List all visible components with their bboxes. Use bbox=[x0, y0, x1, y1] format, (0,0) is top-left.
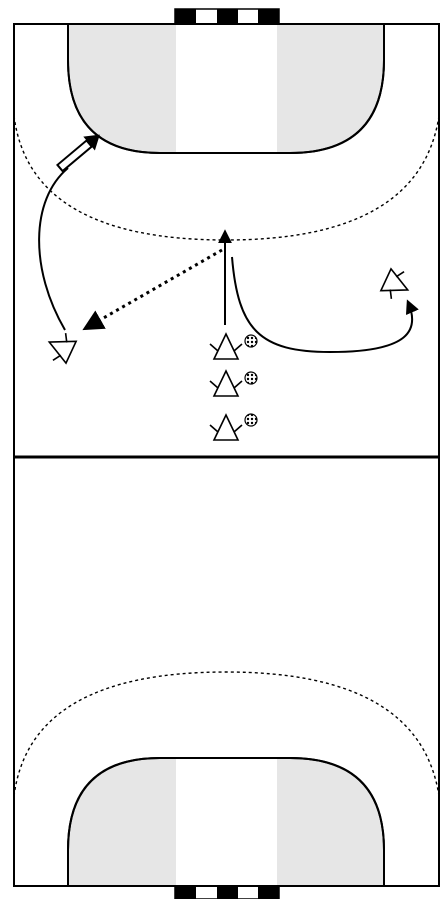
player-with-ball-3 bbox=[209, 413, 258, 441]
player-left bbox=[47, 333, 78, 365]
ball-icon bbox=[244, 413, 258, 427]
player-triangle-icon bbox=[47, 340, 78, 365]
player-right bbox=[379, 267, 410, 299]
run-arrow-right bbox=[231, 256, 419, 354]
bottom-goal bbox=[174, 884, 280, 899]
player-with-ball-1 bbox=[209, 332, 258, 360]
bottom-goal-area bbox=[67, 757, 385, 887]
player-triangle-icon bbox=[379, 267, 410, 292]
player-triangle-icon bbox=[212, 413, 240, 441]
ball-icon bbox=[244, 334, 258, 348]
player-with-ball-2 bbox=[209, 369, 258, 397]
player-triangle-icon bbox=[212, 332, 240, 360]
pass-arrow-left bbox=[82, 248, 223, 331]
court-boundary bbox=[13, 23, 440, 887]
top-goal-area bbox=[67, 23, 385, 154]
player-triangle-icon bbox=[212, 369, 240, 397]
top-goal bbox=[174, 8, 280, 26]
run-arrow-left-wing bbox=[38, 167, 69, 331]
ball-icon bbox=[244, 371, 258, 385]
bottom-free-throw-line bbox=[13, 671, 440, 797]
shot-arrow bbox=[56, 134, 100, 173]
